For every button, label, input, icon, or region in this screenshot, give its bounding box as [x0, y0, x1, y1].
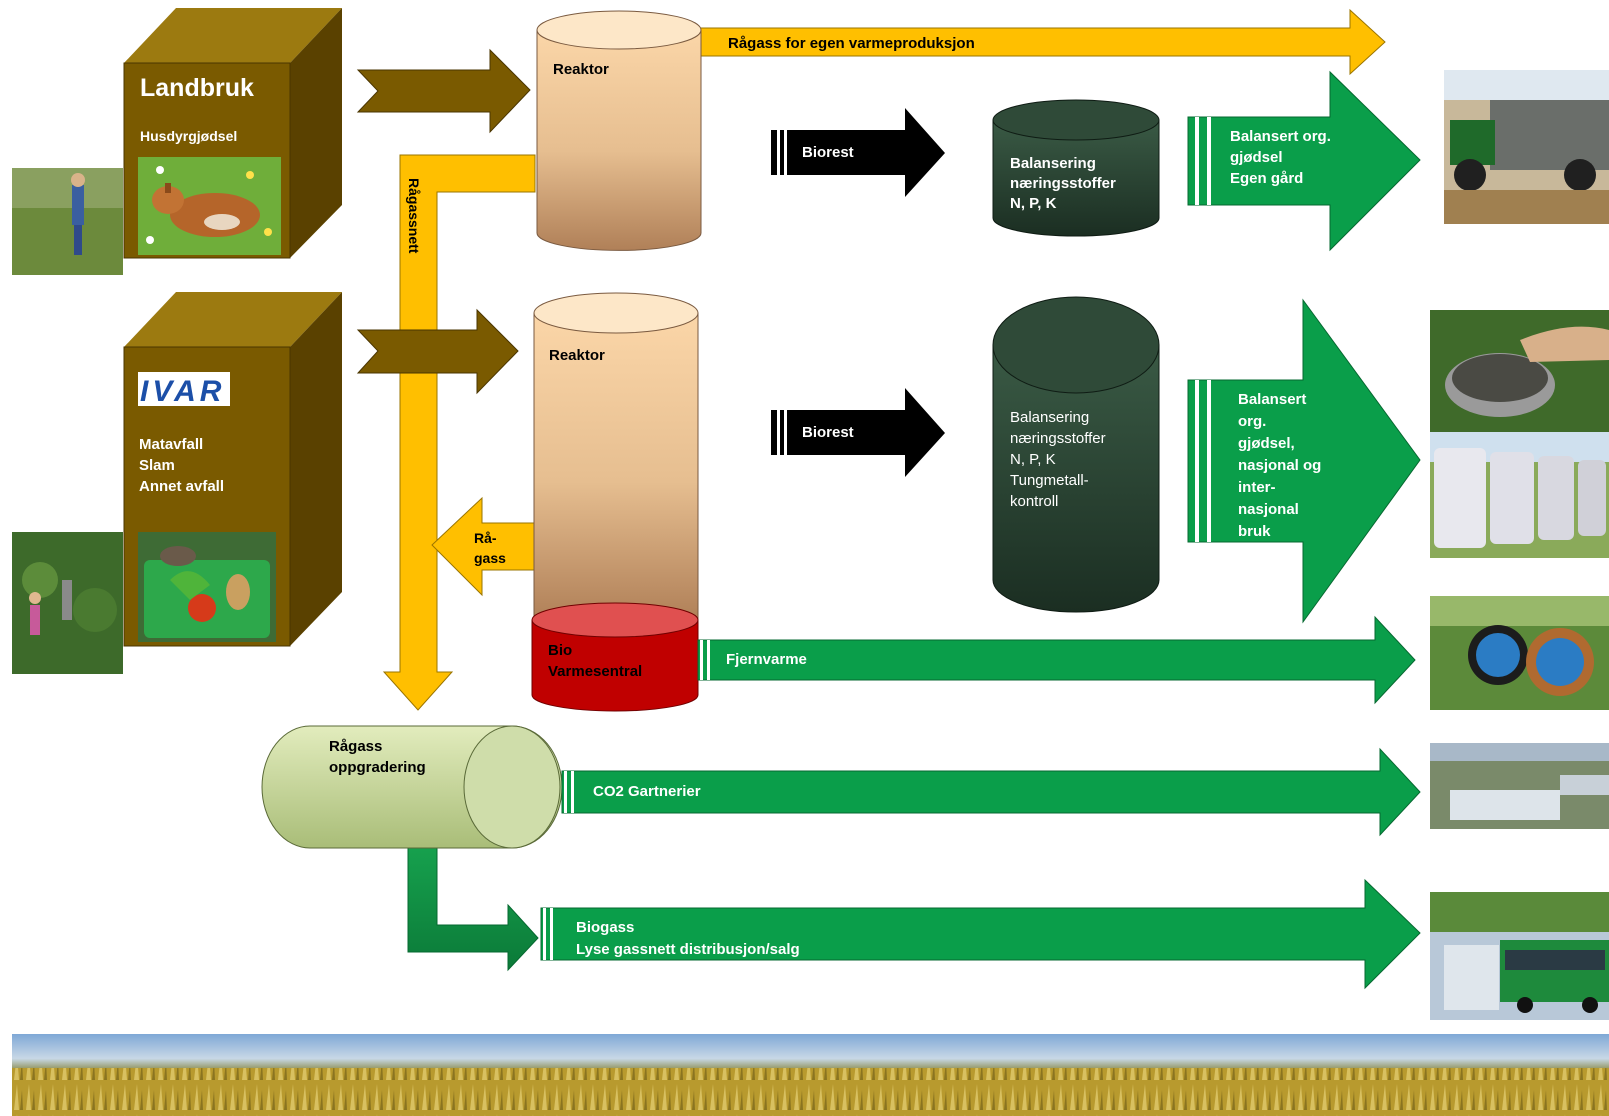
output-bottom-line7: bruk — [1238, 523, 1271, 540]
output-bottom-line5: inter- — [1238, 479, 1276, 496]
ragass-egen-varme-arrow: Rågass for egen varmeproduksjon — [689, 8, 1386, 76]
ivar-box: IVAR Matavfall Slam Annet avfall — [123, 292, 342, 647]
bio-varmesentral-line2: Varmesentral — [548, 663, 642, 680]
fertilizer-bags-photo — [1430, 432, 1609, 558]
output-top-line2: gjødsel — [1230, 149, 1283, 166]
cow-photo — [138, 157, 281, 255]
ra-gass-label-2: gass — [474, 550, 506, 566]
ragassnett-pipe: Rågassnett — [382, 154, 536, 711]
bio-varmesentral: Bio Varmesentral — [531, 602, 699, 712]
tractor-tank-photo — [1444, 70, 1609, 224]
biorest-bottom-label: Biorest — [802, 424, 854, 441]
garden-photo — [12, 532, 123, 674]
output-top-line3: Egen gård — [1230, 170, 1303, 187]
biogass-arrow: Biogass Lyse gassnett distribusjon/salg — [540, 878, 1421, 990]
food-waste-photo — [138, 532, 276, 642]
output-top-arrow: Balansert org. gjødsel Egen gård — [1187, 70, 1421, 252]
output-bottom-line6: nasjonal — [1238, 501, 1299, 518]
ra-gass-label-1: Rå- — [474, 530, 497, 546]
output-bottom-line1: Balansert — [1238, 391, 1306, 408]
output-bottom-arrow: Balansert org. gjødsel, nasjonal og inte… — [1187, 298, 1421, 624]
ivar-to-reactor-arrow — [356, 308, 519, 395]
biogass-label-2: Lyse gassnett distribusjon/salg — [576, 941, 800, 958]
output-top-line1: Balansert org. — [1230, 128, 1331, 145]
fjernvarme-arrow: Fjernvarme — [697, 615, 1416, 705]
ragass-upgrader: Rågass oppgradering — [261, 725, 563, 849]
co2-arrow: CO2 Gartnerier — [561, 747, 1421, 837]
landbruk-to-reactor-arrow — [356, 48, 531, 134]
balance-top-line3: N, P, K — [1010, 195, 1057, 212]
ragass-egen-varme-label: Rågass for egen varmeproduksjon — [728, 35, 975, 52]
output-bottom-line4: nasjonal og — [1238, 457, 1321, 474]
fertilizer-bucket-photo — [1430, 310, 1609, 432]
green-bus-photo — [1430, 892, 1609, 1020]
balance-bottom-line4: Tungmetall- — [1010, 472, 1089, 489]
landbruk-subtitle: Husdyrgjødsel — [140, 128, 237, 144]
biogass-label-1: Biogass — [576, 919, 634, 936]
biorest-bottom-arrow: Biorest — [771, 388, 945, 477]
fjernvarme-label: Fjernvarme — [726, 651, 807, 668]
landbruk-box: Landbruk Husdyrgjødsel — [123, 8, 342, 259]
reactor-top-label: Reaktor — [553, 61, 609, 78]
biorest-top-arrow: Biorest — [771, 108, 945, 197]
balance-bottom-line1: Balansering — [1010, 409, 1089, 426]
balance-bottom-line3: N, P, K — [1010, 451, 1056, 468]
upgrader-line1: Rågass — [329, 738, 382, 755]
output-bottom-line2: org. — [1238, 413, 1266, 430]
upgrader-line2: oppgradering — [329, 759, 426, 776]
ivar-logo-bg — [138, 372, 230, 406]
biorest-top-label: Biorest — [802, 144, 854, 161]
reactor-bottom-label: Reaktor — [549, 347, 605, 364]
ivar-line-annet: Annet avfall — [139, 478, 224, 495]
greenhouses-photo — [1430, 743, 1609, 829]
balance-bottom-line2: næringsstoffer — [1010, 430, 1106, 447]
bio-varmesentral-line1: Bio — [548, 642, 572, 659]
balance-top-line2: næringsstoffer — [1010, 175, 1116, 192]
district-heating-pipes-photo — [1430, 596, 1609, 710]
ivar-logo: IVAR — [140, 375, 225, 408]
reactor-top: Reaktor — [536, 10, 702, 251]
ivar-line-matavfall: Matavfall — [139, 436, 203, 453]
co2-label: CO2 Gartnerier — [593, 783, 701, 800]
output-bottom-line3: gjødsel, — [1238, 435, 1295, 452]
balance-top-line1: Balansering — [1010, 155, 1096, 172]
balance-bottom-line5: kontroll — [1010, 493, 1058, 510]
ragassnett-label: Rågassnett — [406, 178, 422, 254]
ra-gass-arrow: Rå- gass — [431, 496, 536, 597]
balance-top-cylinder: Balansering næringsstoffer N, P, K — [992, 99, 1160, 237]
landbruk-title: Landbruk — [140, 74, 254, 102]
upgrader-to-biogass-pipe — [407, 839, 539, 972]
balance-bottom-cylinder: Balansering næringsstoffer N, P, K Tungm… — [992, 296, 1160, 613]
reactor-bottom: Reaktor — [533, 292, 699, 621]
ivar-line-slam: Slam — [139, 457, 175, 474]
farmer-photo — [12, 168, 123, 275]
field-banner-photo — [12, 1034, 1609, 1116]
